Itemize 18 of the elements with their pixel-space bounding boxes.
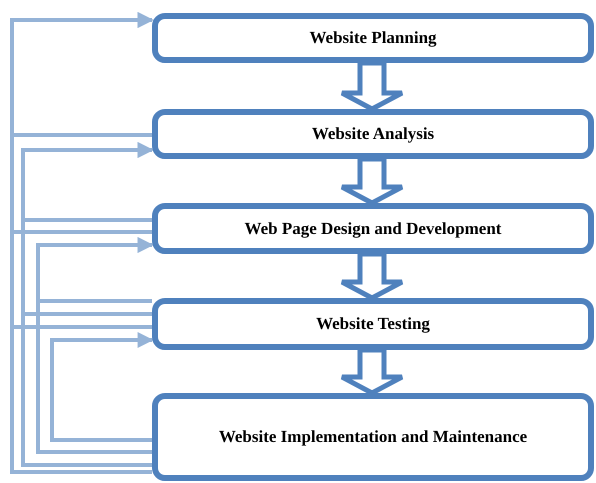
feedback-arrow — [10, 12, 154, 474]
box-label: Website Analysis — [312, 124, 434, 144]
feedback-arrow — [21, 142, 154, 467]
process-box — [152, 298, 594, 350]
block-arrow — [340, 60, 404, 112]
process-box — [152, 203, 594, 254]
block-arrow — [340, 156, 404, 206]
block-arrow — [340, 252, 404, 301]
process-box — [152, 109, 594, 159]
feedback-arrow — [36, 237, 154, 454]
process-box — [152, 393, 594, 481]
box-label: Web Page Design and Development — [244, 218, 502, 238]
block-arrow — [340, 348, 404, 396]
box-label: Website Testing — [316, 314, 430, 334]
process-box — [152, 13, 594, 63]
box-label: Website Implementation and Maintenance — [218, 427, 528, 447]
box-label: Website Planning — [309, 28, 437, 48]
feedback-arrow — [50, 332, 154, 442]
